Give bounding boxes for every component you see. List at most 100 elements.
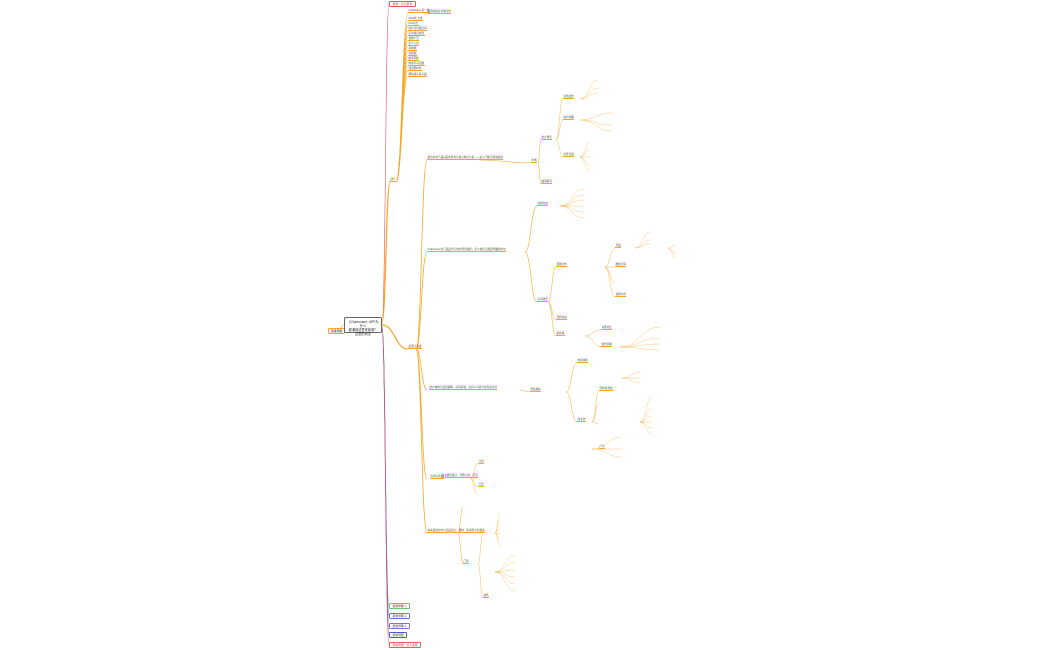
intro-item[interactable]: 话题广泛 bbox=[408, 37, 420, 41]
sub-item[interactable]: 内容审核 bbox=[577, 359, 589, 363]
connector-line bbox=[423, 12, 428, 15]
main-topic-1[interactable]: 语音社交产品兴起的背景与核心特点分析——进入门槛与邀请机制 bbox=[427, 156, 504, 160]
side-node-4[interactable]: 思维导图 bbox=[389, 632, 408, 638]
sub-item[interactable]: 融资情况 bbox=[541, 180, 553, 184]
connector-line bbox=[519, 389, 531, 393]
main-topic-3[interactable]: 用户体验与运营策略：房间机制、主持人与听众的互动方式 bbox=[429, 386, 498, 390]
intro-item[interactable]: 科技圈 bbox=[408, 47, 417, 51]
sub-item[interactable]: 推特空间 bbox=[615, 263, 627, 267]
side-node-top[interactable]: 思维一点大思导 bbox=[389, 1, 416, 7]
connector-line bbox=[395, 76, 409, 183]
connector-line bbox=[494, 571, 516, 585]
connector-line bbox=[477, 532, 484, 565]
sub-item[interactable]: 社区氛围 bbox=[563, 153, 575, 157]
side-node-bottom[interactable]: 思维导图一点大思导 bbox=[389, 642, 422, 648]
connector-line bbox=[667, 247, 677, 259]
sub-item[interactable]: 创作者激励 bbox=[599, 387, 613, 391]
connector-line bbox=[559, 188, 585, 207]
connector-line bbox=[415, 348, 428, 534]
connector-line bbox=[559, 199, 585, 207]
connector-line bbox=[639, 396, 653, 423]
central-topic[interactable]: 《Clubhouse》APP为什么 都涌到这里来参观？ 这里的玩法 bbox=[344, 317, 382, 337]
side-node-3[interactable]: 思维导图·3 bbox=[389, 623, 410, 629]
connector-line bbox=[619, 337, 661, 348]
connector-line bbox=[555, 98, 564, 141]
main-topic-4[interactable]: 商业模式探讨：付费订阅、打赏 bbox=[441, 474, 479, 478]
connector-line bbox=[591, 436, 623, 450]
sub-item[interactable]: 用户增长 bbox=[541, 136, 553, 140]
connector-line bbox=[537, 162, 542, 185]
sub-item[interactable]: 话题分布 bbox=[556, 263, 568, 267]
connector-line bbox=[591, 421, 600, 425]
sub-item[interactable]: 其他平台 bbox=[615, 293, 627, 297]
connector-line bbox=[524, 205, 538, 253]
connector-line bbox=[621, 371, 641, 379]
connector-line bbox=[584, 335, 602, 348]
connector-line bbox=[579, 92, 599, 100]
main-topic-5[interactable]: 未来发展方向与竞品对比：推特、脸书等平台跟进 bbox=[427, 529, 486, 533]
intro-item[interactable]: 实时语音交流 bbox=[408, 32, 425, 36]
intro-item[interactable]: Clubhouse 是一款 bbox=[408, 9, 430, 13]
connector-line bbox=[457, 532, 464, 565]
sub-item[interactable]: 商业化 bbox=[577, 418, 586, 422]
sub-item[interactable]: 打赏 bbox=[478, 483, 485, 487]
sub-item[interactable]: 广告 bbox=[599, 445, 606, 449]
sub-item[interactable]: 门票 bbox=[463, 560, 470, 564]
connector-line bbox=[634, 231, 651, 249]
intro-item[interactable]: 邀请制语音社交应用 bbox=[427, 10, 452, 14]
connector-line bbox=[559, 205, 585, 219]
root-node[interactable]: 思维导图 bbox=[328, 328, 346, 334]
intro-item[interactable]: 稀缺感与参与感 bbox=[408, 73, 428, 77]
sub-item[interactable]: 房间类型 bbox=[537, 298, 549, 302]
connector-line bbox=[547, 266, 557, 303]
intro-item[interactable]: 名人入驻 bbox=[408, 42, 420, 46]
central-line-3: 这里的玩法 bbox=[355, 332, 371, 337]
connector-line bbox=[667, 244, 677, 249]
connector-line bbox=[579, 87, 599, 100]
sub-item[interactable]: 市场 bbox=[531, 159, 538, 163]
connector-line bbox=[477, 563, 484, 599]
sub-item[interactable]: 监管问题 bbox=[601, 343, 613, 347]
connector-line bbox=[619, 343, 661, 348]
side-node-2[interactable]: 思维导图·2 bbox=[389, 613, 410, 619]
sub-item[interactable]: 总结 bbox=[483, 594, 490, 598]
side-node-1[interactable]: 思维导图·1 bbox=[389, 603, 410, 609]
central-line-2: 都涌到这里来参观？ bbox=[348, 327, 378, 332]
branch-application[interactable]: 应用与影响 bbox=[430, 475, 444, 479]
intro-item[interactable]: iOS平台 bbox=[408, 22, 419, 26]
connector-line bbox=[634, 239, 651, 249]
intro-item[interactable]: 强调即时性 bbox=[408, 67, 422, 71]
sub-item[interactable]: 隐私保护 bbox=[530, 388, 542, 392]
sub-item[interactable]: 竞品 bbox=[615, 244, 622, 248]
connector-line bbox=[559, 205, 585, 213]
connector-line bbox=[415, 348, 428, 391]
branch-intro[interactable]: 简介 bbox=[390, 178, 397, 182]
sub-item[interactable]: 估值变化 bbox=[563, 95, 575, 99]
sub-item[interactable]: 用户画像 bbox=[563, 116, 575, 120]
connector-line bbox=[639, 421, 653, 435]
connector-line bbox=[579, 119, 613, 132]
connector-line bbox=[559, 194, 585, 207]
sub-item[interactable]: 活跃时段 bbox=[556, 316, 568, 320]
intro-item[interactable]: 娱乐明星 bbox=[408, 57, 420, 61]
sub-item[interactable]: 订阅 bbox=[478, 460, 485, 464]
sub-item[interactable]: 留存率 bbox=[556, 332, 565, 336]
intro-item[interactable]: 内容不可回放 bbox=[408, 62, 425, 66]
intro-item[interactable]: 创投圈 bbox=[408, 52, 417, 56]
intro-item[interactable]: 用户可创建房间 bbox=[408, 27, 428, 31]
connector-line bbox=[381, 324, 409, 350]
connector-line bbox=[604, 266, 616, 298]
connector-line bbox=[469, 477, 479, 495]
main-topic-2[interactable]: Clubhouse 的产品定位与用户增长路径，名人效应与圈层传播的作用 bbox=[427, 248, 506, 252]
connector-line bbox=[494, 561, 516, 573]
intro-item[interactable]: 2020年上线 bbox=[408, 17, 423, 21]
sub-item[interactable]: 功能对比 bbox=[601, 326, 613, 330]
branch-origin[interactable]: 起源与发展 bbox=[408, 345, 422, 349]
connector-line bbox=[565, 362, 578, 393]
connector-line bbox=[555, 119, 564, 141]
connector-line bbox=[584, 329, 602, 337]
sub-item[interactable]: 内容生态 bbox=[537, 202, 549, 206]
connector-line bbox=[619, 346, 661, 351]
